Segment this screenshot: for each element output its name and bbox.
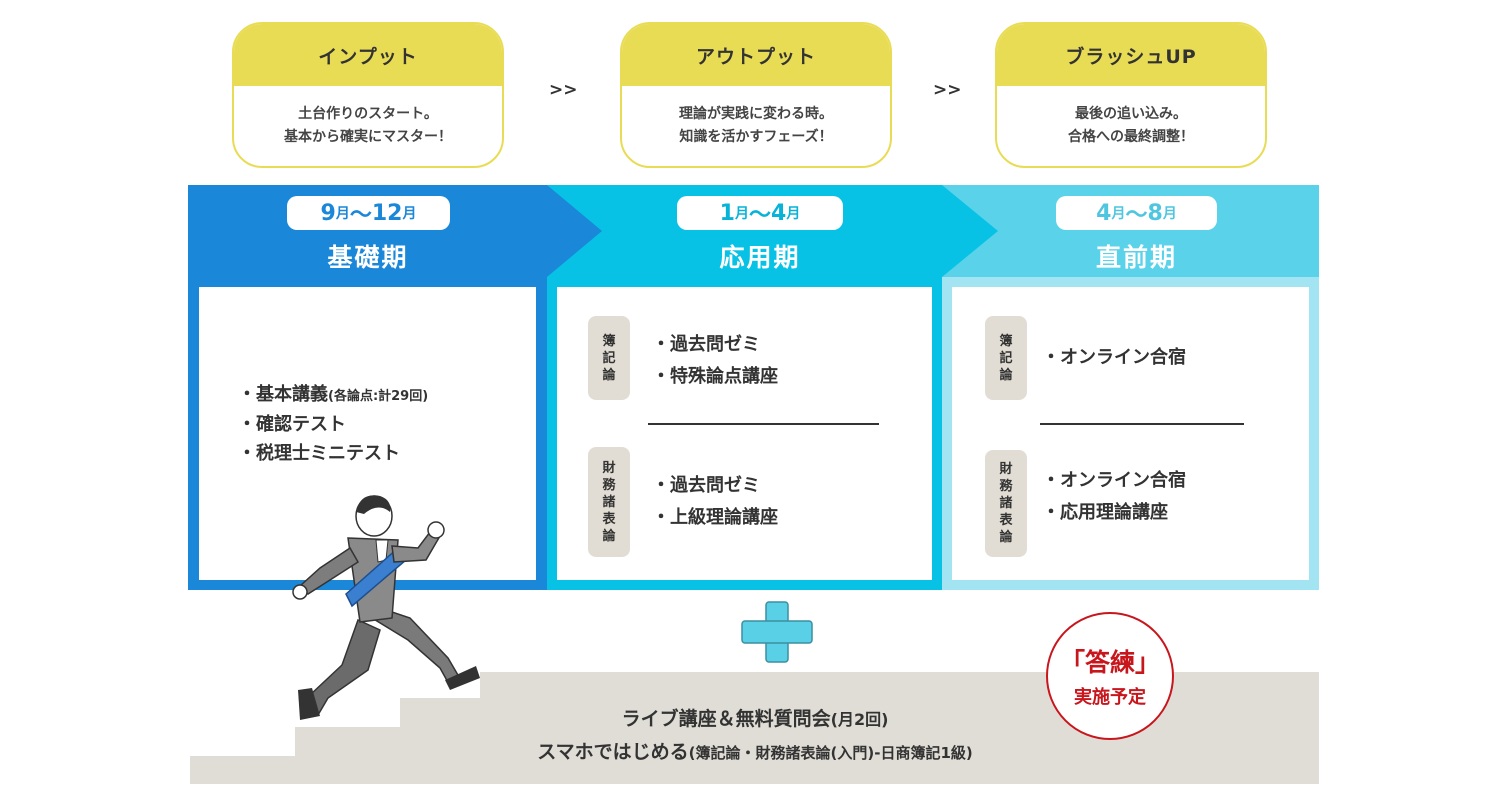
panel-applied: 簿記論 ・過去問ゼミ ・特殊論点講座 財務諸表論 ・過去問ゼミ ・上級理論講座 — [547, 277, 942, 590]
stair-step — [190, 756, 300, 784]
basic-item: ・基本講義(各論点:計29回) — [238, 384, 429, 405]
badge-subtitle: 実施予定 — [1074, 687, 1146, 708]
step-arrow: >> — [933, 80, 962, 100]
subject-tag-zaimu: 財務諸表論 — [588, 447, 630, 557]
step-title: ブラッシュUP — [997, 24, 1265, 86]
step-arrow: >> — [549, 80, 578, 100]
step-desc-line: 土台作りのスタート。 — [298, 106, 438, 122]
band-applied — [547, 185, 998, 277]
plus-icon — [741, 601, 813, 663]
final-zaimu-item: ・応用理論講座 — [1042, 502, 1168, 523]
applied-zaimu-item: ・上級理論講座 — [652, 507, 778, 528]
step-desc-line: 理論が実践に変わる時。 — [679, 106, 833, 122]
bottom-line-1: ライブ講座＆無料質問会(月2回) — [621, 708, 889, 730]
phase-name-basic: 基礎期 — [327, 243, 409, 272]
panel-basic: ・基本講義(各論点:計29回) ・確認テスト ・税理士ミニテスト — [188, 277, 547, 590]
bottom-band — [480, 672, 1319, 784]
running-businessman-illustration — [292, 495, 480, 720]
step-desc-line: 最後の追い込み。 — [1075, 106, 1187, 122]
answer-practice-badge: 「答練」 実施予定 — [1046, 612, 1174, 740]
stair-step — [295, 727, 405, 784]
applied-boki-item: ・過去問ゼミ — [652, 334, 760, 355]
subject-tag-zaimu: 財務諸表論 — [985, 450, 1027, 557]
badge-title: 「答練」 — [1059, 648, 1160, 677]
final-boki-item: ・オンライン合宿 — [1042, 347, 1186, 368]
stair-step — [400, 698, 490, 784]
applied-zaimu-item: ・過去問ゼミ — [652, 475, 760, 496]
step-card-brushup: ブラッシュUP 最後の追い込み。 合格への最終調整！ — [995, 22, 1267, 168]
phase-name-applied: 応用期 — [719, 243, 801, 272]
step-card-output: アウトプット 理論が実践に変わる時。 知識を活かすフェーズ！ — [620, 22, 892, 168]
basic-item: ・確認テスト — [238, 414, 346, 435]
panel-final: 簿記論 ・オンライン合宿 財務諸表論 ・オンライン合宿 ・応用理論講座 — [942, 277, 1319, 590]
phase-name-final: 直前期 — [1095, 243, 1177, 272]
divider — [1040, 423, 1244, 425]
step-title: アウトプット — [622, 24, 890, 86]
step-desc-line: 基本から確実にマスター！ — [284, 129, 452, 145]
divider — [648, 423, 879, 425]
band-final — [942, 185, 1319, 277]
subject-tag-boki: 簿記論 — [985, 316, 1027, 400]
step-card-input: インプット 土台作りのスタート。 基本から確実にマスター！ — [232, 22, 504, 168]
applied-boki-item: ・特殊論点講座 — [652, 366, 778, 387]
step-desc-line: 合格への最終調整！ — [1068, 129, 1194, 145]
final-zaimu-item: ・オンライン合宿 — [1042, 470, 1186, 491]
step-title: インプット — [234, 24, 502, 86]
step-desc-line: 知識を活かすフェーズ！ — [679, 129, 833, 145]
subject-tag-boki: 簿記論 — [588, 316, 630, 400]
bottom-line-2: スマホではじめる(簿記論・財務諸表論(入門)-日商簿記1級) — [537, 741, 973, 763]
basic-item: ・税理士ミニテスト — [238, 443, 400, 464]
